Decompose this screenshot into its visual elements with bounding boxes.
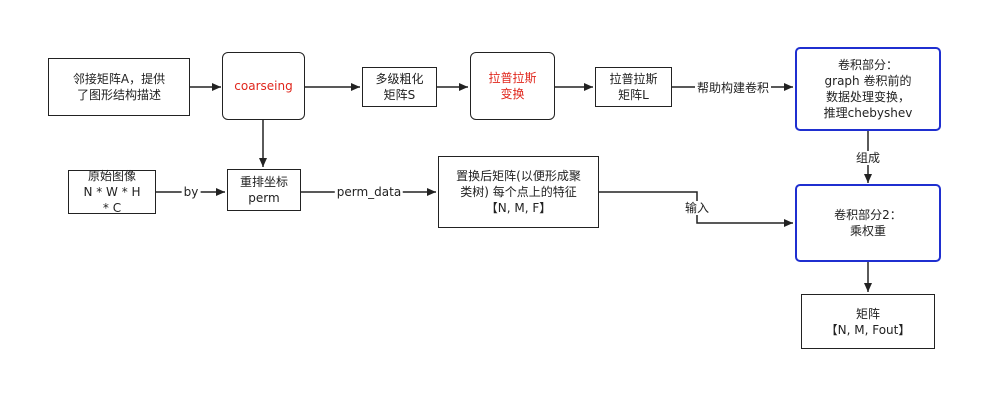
- node-result-matrix: 矩阵 【N, M, Fout】: [801, 294, 935, 349]
- node-rearrange-coordinates: 重排坐标 perm: [227, 169, 301, 211]
- edge-label-by: by: [181, 185, 201, 199]
- node-multilevel-label: 多级粗化 矩阵S: [375, 72, 424, 102]
- node-coarsening: coarseing: [222, 52, 305, 120]
- node-conv-part1: 卷积部分： graph 卷积前的 数据处理变换， 推理chebyshev: [795, 47, 941, 131]
- edge-label-compose: 组成: [853, 151, 883, 165]
- node-permuted-matrix: 置换后矩阵(以便形成聚 类树) 每个点上的特征 【N, M, F】: [438, 156, 599, 228]
- node-laplace-matrix-label: 拉普拉斯 矩阵L: [609, 72, 658, 102]
- node-permuted-label: 置换后矩阵(以便形成聚 类树) 每个点上的特征 【N, M, F】: [456, 169, 581, 215]
- node-adjacency-matrix-label: 邻接矩阵A，提供 了图形结构描述: [72, 72, 166, 102]
- node-original-image: 原始图像 N * W * H * C: [68, 169, 156, 215]
- edge-label-input: 输入: [682, 201, 712, 215]
- edge-label-help-build-conv: 帮助构建卷积: [694, 81, 772, 95]
- node-original-image-label: 原始图像 N * W * H * C: [83, 169, 141, 215]
- node-result-label: 矩阵 【N, M, Fout】: [825, 306, 911, 337]
- edge-label-perm-data: perm_data: [334, 185, 404, 199]
- node-conv-part2-label: 卷积部分2： 乘权重: [834, 208, 902, 238]
- node-coarsening-label: coarseing: [234, 79, 293, 93]
- node-conv-part1-label: 卷积部分： graph 卷积前的 数据处理变换， 推理chebyshev: [823, 58, 913, 120]
- node-multilevel-coarsening-matrix: 多级粗化 矩阵S: [362, 67, 437, 107]
- node-adjacency-matrix: 邻接矩阵A，提供 了图形结构描述: [48, 58, 190, 116]
- node-laplace-transform: 拉普拉斯 变换: [470, 52, 555, 120]
- node-conv-part2: 卷积部分2： 乘权重: [795, 184, 941, 262]
- node-laplace-transform-label: 拉普拉斯 变换: [488, 71, 537, 101]
- node-laplace-matrix: 拉普拉斯 矩阵L: [595, 67, 672, 107]
- node-rearrange-label: 重排坐标 perm: [239, 175, 288, 205]
